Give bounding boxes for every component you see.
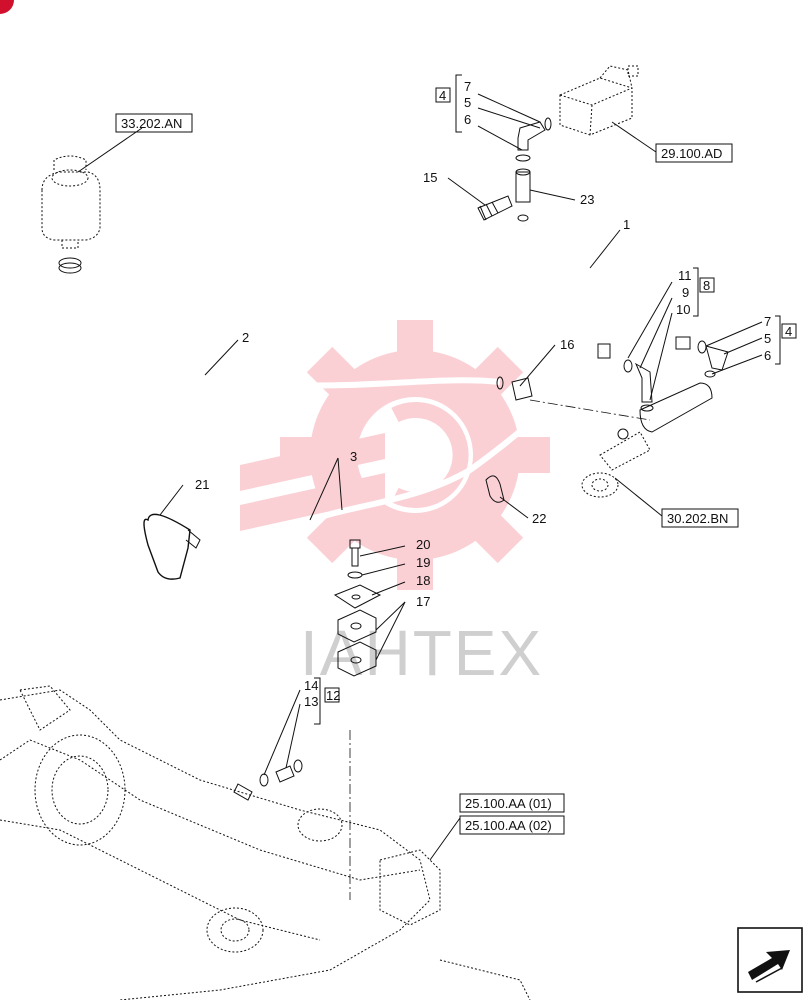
group-label-4-right: 4 xyxy=(785,324,792,339)
valve-block xyxy=(559,65,639,136)
hose-3 xyxy=(171,343,611,801)
fitting-9-10-11 xyxy=(623,359,654,412)
item-label-7-right: 7 xyxy=(764,314,771,329)
item-label-3: 3 xyxy=(350,449,357,464)
item-label-7-upper: 7 xyxy=(464,79,471,94)
item-label-16: 16 xyxy=(560,337,574,352)
ref-29100AD[interactable]: 29.100.AD xyxy=(655,143,733,163)
fitting-5-6-7-upper xyxy=(515,117,552,162)
bolt-20 xyxy=(349,539,361,567)
washer-19 xyxy=(347,571,363,579)
svg-text:25.100.AA (01): 25.100.AA (01) xyxy=(465,796,552,811)
item-label-9: 9 xyxy=(682,285,689,300)
ref-33202AN[interactable]: 33.202.AN xyxy=(115,113,193,133)
plate-18 xyxy=(333,584,382,609)
item-label-15: 15 xyxy=(423,170,437,185)
svg-text:33.202.AN: 33.202.AN xyxy=(121,116,182,131)
item-label-5-upper: 5 xyxy=(464,95,471,110)
clamp-16 xyxy=(511,377,533,401)
item-label-13: 13 xyxy=(304,694,318,709)
leader-lines xyxy=(77,93,763,861)
item-label-14: 14 xyxy=(304,678,318,693)
corner-mark xyxy=(0,0,14,14)
ref-25100AA-02[interactable]: 25.100.AA (02) xyxy=(459,815,565,835)
arrow-next-page-icon[interactable] xyxy=(737,927,803,993)
strap-21 xyxy=(143,513,201,580)
item-label-22: 22 xyxy=(532,511,546,526)
item-label-19: 19 xyxy=(416,555,430,570)
fitting-23-tee xyxy=(515,168,531,222)
item-label-17: 17 xyxy=(416,594,430,609)
ref-25100AA-01[interactable]: 25.100.AA (01) xyxy=(459,793,565,813)
watermark-text: IAHTEX xyxy=(300,617,543,689)
svg-text:29.100.AD: 29.100.AD xyxy=(661,146,722,161)
item-label-10: 10 xyxy=(676,302,690,317)
item-label-11: 11 xyxy=(678,268,692,283)
hose-2 xyxy=(63,273,504,390)
steering-cylinder xyxy=(529,382,713,498)
group-label-4-upper: 4 xyxy=(439,88,446,103)
item-label-20: 20 xyxy=(416,537,430,552)
group-label-8: 8 xyxy=(703,278,710,293)
group-brackets xyxy=(314,74,797,725)
svg-text:30.202.BN: 30.202.BN xyxy=(667,511,728,526)
item-label-21: 21 xyxy=(195,477,209,492)
item-label-1: 1 xyxy=(623,217,630,232)
reservoir xyxy=(41,155,101,274)
item-label-23: 23 xyxy=(580,192,594,207)
front-axle xyxy=(0,685,531,1000)
group-label-12: 12 xyxy=(326,688,340,703)
ref-30202BN[interactable]: 30.202.BN xyxy=(661,508,739,528)
fitting-15 xyxy=(477,195,513,221)
blocks-17 xyxy=(337,609,377,677)
item-label-6-right: 6 xyxy=(764,348,771,363)
watermark-gear-icon xyxy=(240,320,550,590)
hose-1 xyxy=(522,224,691,350)
item-label-18: 18 xyxy=(416,573,430,588)
fitting-5-6-7-right xyxy=(697,340,729,378)
fitting-13-14 xyxy=(259,730,351,900)
item-label-6-upper: 6 xyxy=(464,112,471,127)
item-label-2: 2 xyxy=(242,330,249,345)
svg-text:25.100.AA (02): 25.100.AA (02) xyxy=(465,818,552,833)
item-label-5-right: 5 xyxy=(764,331,771,346)
